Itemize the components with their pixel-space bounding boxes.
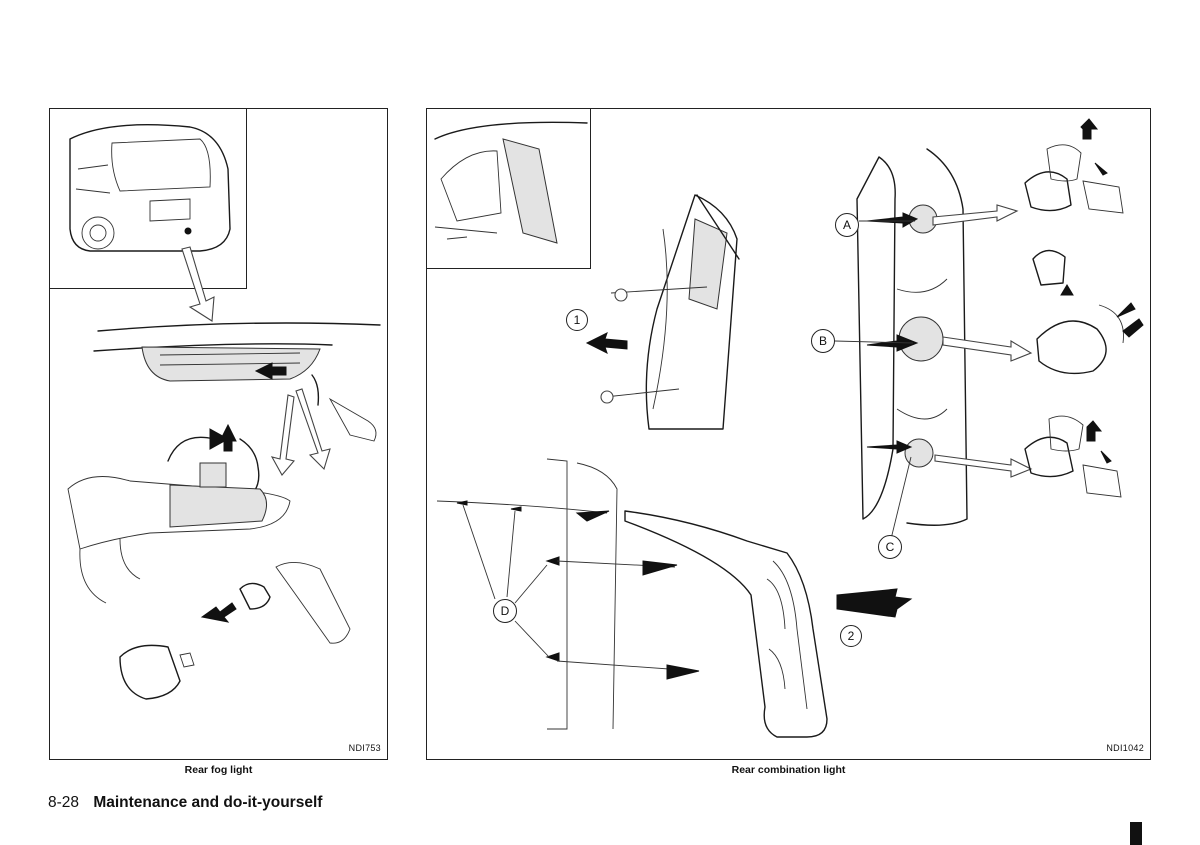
lamp-side-with-screws xyxy=(585,194,740,430)
bulb-sockets-removed xyxy=(1024,118,1144,498)
callout-step-2: 2 xyxy=(840,625,862,647)
car-rear-drawing xyxy=(69,124,231,252)
callout-c: C xyxy=(878,535,902,559)
callout-b: B xyxy=(811,329,835,353)
callout-a: A xyxy=(835,213,859,237)
callout-d: D xyxy=(493,599,517,623)
section-title: Maintenance and do-it-yourself xyxy=(93,794,323,811)
page-number: 8-28 xyxy=(48,794,80,811)
rear-fog-light-figure: NDI753 xyxy=(49,108,388,760)
body-opening-with-clips xyxy=(436,458,700,730)
caption-rear-fog-light: Rear fog light xyxy=(184,764,253,776)
figure-code-rear-combination: NDI1042 xyxy=(1106,743,1144,753)
lamp-back-with-sockets xyxy=(834,148,1033,540)
body-side-drawing xyxy=(434,121,588,244)
rear-fog-light-illustration xyxy=(67,124,381,700)
vehicle-side-inset xyxy=(426,108,591,269)
caption-rear-combination-light: Rear combination light xyxy=(731,764,846,776)
rear-combination-light-illustration xyxy=(434,118,1144,738)
vehicle-rear-inset xyxy=(49,108,247,289)
page-footer: 8-28 Maintenance and do-it-yourself xyxy=(48,794,322,812)
callout-step-1: 1 xyxy=(566,309,588,331)
figure-code-rear-fog: NDI753 xyxy=(348,743,381,753)
rear-combination-light-figure: A B C D 1 2 NDI1042 xyxy=(426,108,1151,760)
removed-lamp xyxy=(624,510,913,738)
section-tab-marker xyxy=(1130,822,1142,845)
